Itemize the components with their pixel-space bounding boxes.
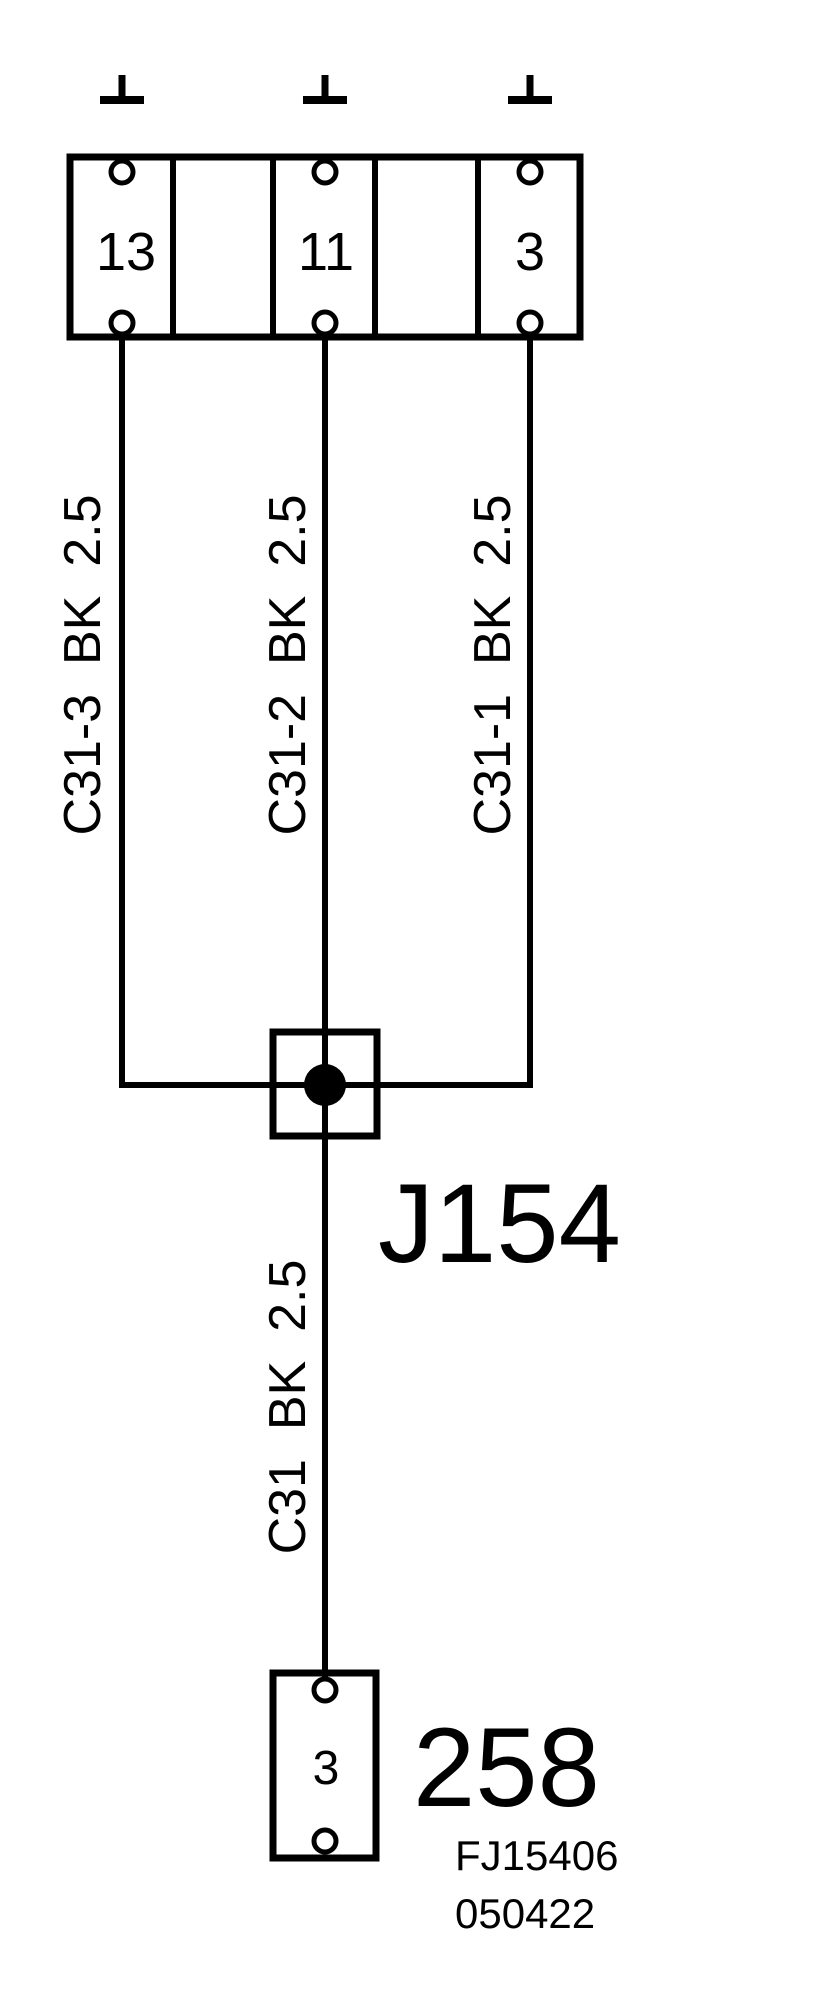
bottom-connector-body — [269, 1669, 380, 1862]
connector-label-258: 258 — [413, 1705, 600, 1830]
pin-terminal-bottom — [311, 309, 339, 337]
pin-terminal-top — [311, 158, 339, 186]
pin-number-3: 3 — [515, 222, 545, 282]
pin-number-11: 11 — [298, 222, 354, 282]
pin-number-13: 13 — [96, 222, 156, 282]
wire-label-c31-2: C31-2 BK 2.5 — [259, 494, 317, 835]
pin-terminal-bottom — [108, 309, 136, 337]
ground-symbol-pin-11 — [303, 75, 347, 104]
ground-symbol-pin-13 — [100, 75, 144, 104]
splice-j154 — [269, 1028, 381, 1140]
bottom-pin-number: 3 — [313, 1742, 340, 1795]
pin-terminal-top — [108, 158, 136, 186]
diagram-code: FJ15406 — [455, 1832, 618, 1879]
pin-terminal-bottom — [516, 309, 544, 337]
bottom-connector-258: 3 — [269, 1669, 380, 1862]
pin-terminal-bottom — [311, 1827, 339, 1855]
splice-dot — [304, 1064, 346, 1106]
pin-terminal-top — [311, 1676, 339, 1704]
splice-label: J154 — [378, 1161, 621, 1286]
wire-label-c31: C31 BK 2.5 — [259, 1260, 317, 1555]
diagram-date: 050422 — [455, 1890, 595, 1937]
top-connector: 13 11 3 — [66, 153, 584, 341]
wire-label-c31-1: C31-1 BK 2.5 — [464, 494, 522, 835]
ground-symbol-pin-3 — [508, 75, 552, 104]
wire-label-c31-3: C31-3 BK 2.5 — [54, 494, 112, 835]
pin-terminal-top — [516, 158, 544, 186]
